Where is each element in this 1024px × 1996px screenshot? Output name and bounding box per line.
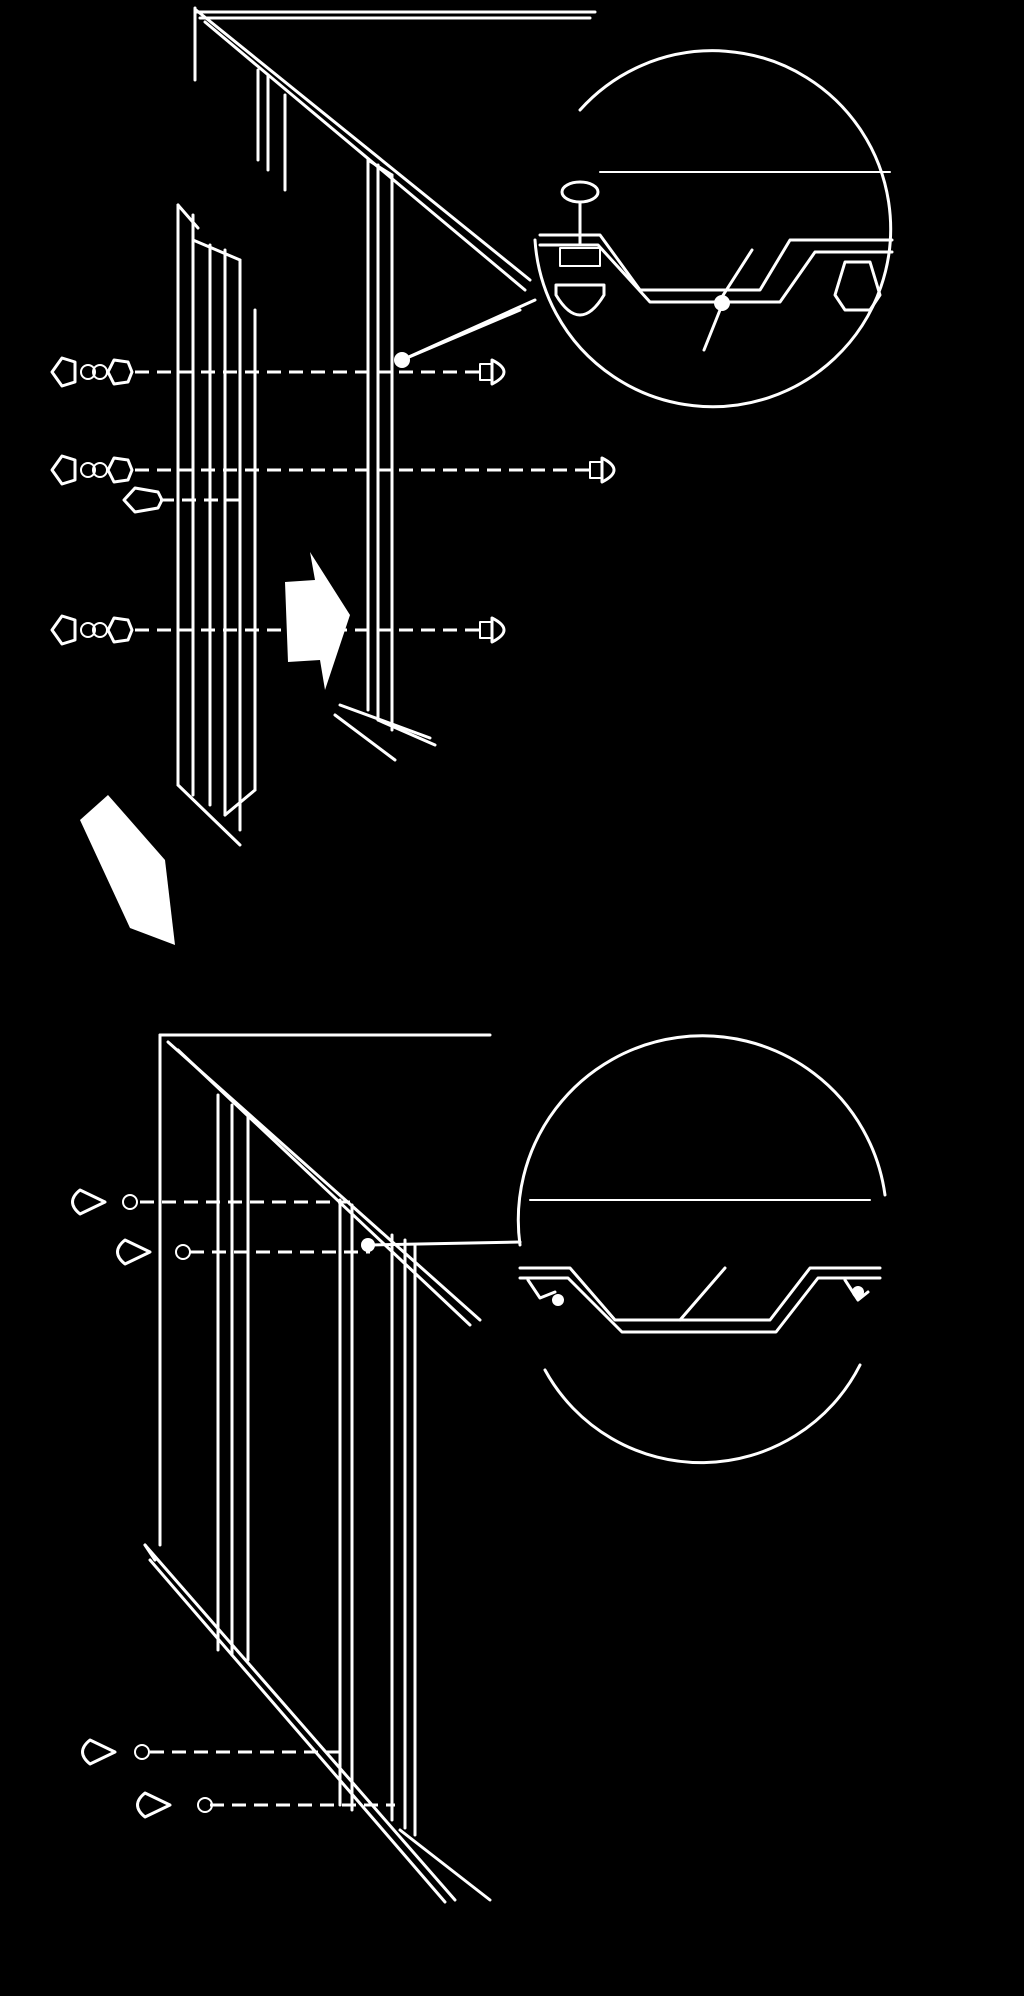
arrow-icon (80, 795, 175, 945)
upper-fastener-lines (135, 370, 590, 632)
fastener-icon (50, 454, 134, 486)
lower-left-fasteners (71, 1188, 213, 1819)
rivet-icon (589, 456, 616, 484)
lower-frame (143, 1033, 492, 1904)
fastener-icon (81, 1738, 150, 1766)
upper-right-rivets (479, 358, 616, 644)
arrow-icon (285, 552, 350, 690)
lower-assembly (71, 1033, 887, 1904)
fastener-icon (71, 1188, 138, 1216)
lower-fastener-lines (140, 1200, 395, 1807)
fastener-icon (50, 614, 134, 646)
upper-assembly (50, 6, 894, 945)
upper-left-fasteners (50, 356, 164, 646)
fastener-icon (136, 1791, 213, 1819)
rivet-icon (479, 358, 506, 386)
detail-magnifier-icon (394, 49, 894, 409)
rivet-icon (479, 616, 506, 644)
fastener-icon (122, 486, 164, 514)
upper-panel (176, 203, 257, 847)
fastener-icon (50, 356, 134, 388)
fastener-icon (116, 1238, 191, 1266)
upper-frame (193, 6, 597, 762)
detail-magnifier-icon (361, 1034, 887, 1465)
